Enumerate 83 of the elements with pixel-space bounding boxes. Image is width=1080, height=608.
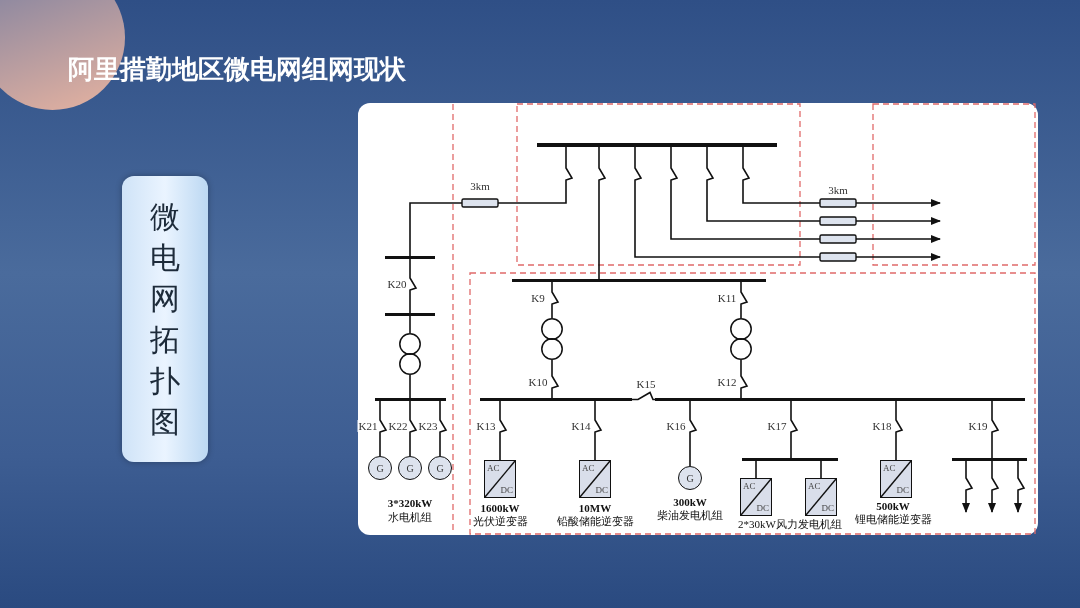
switch-label: K11: [716, 292, 738, 304]
switch-label: 3km: [469, 180, 491, 192]
connector-line: [755, 460, 757, 479]
switch-label: K13: [475, 420, 497, 432]
converter-label: DC: [821, 503, 834, 513]
connector-line: [790, 400, 799, 459]
connector-line: [991, 400, 1000, 459]
rating-caption: 光伏逆变器: [472, 515, 528, 528]
busbar: [480, 398, 632, 401]
switch-label: K21: [357, 420, 379, 432]
connector-line: [631, 391, 656, 401]
rating-caption: 柴油发电机组: [657, 509, 723, 522]
rating-caption: 500kW: [876, 500, 910, 513]
converter-box: [579, 460, 611, 498]
busbar: [375, 398, 446, 401]
connector-line: [439, 400, 448, 457]
transformer-symbol: [730, 318, 752, 360]
arrow: [634, 146, 941, 261]
busbar: [537, 143, 777, 147]
switch-label: K22: [387, 420, 409, 432]
busbar: [385, 256, 435, 259]
converter-label: AC: [582, 463, 595, 473]
connector-line: [740, 281, 749, 319]
rating-caption: 2*30kW风力发电机组: [738, 518, 842, 531]
busbar: [385, 313, 435, 316]
switch-label: K14: [570, 420, 592, 432]
converter-box: [805, 478, 837, 516]
rating-caption: 300kW: [673, 496, 707, 509]
arrow: [670, 146, 941, 243]
connector-line: [409, 400, 418, 457]
side-panel: [122, 176, 208, 462]
connector-line: [598, 146, 607, 280]
busbar: [655, 398, 1025, 401]
converter-label: AC: [487, 463, 500, 473]
slide-title: 阿里措勤地区微电网组网现状: [68, 53, 406, 86]
converter-label: AC: [743, 481, 756, 491]
rating-caption: 锂电储能逆变器: [854, 513, 932, 526]
transformer-symbol: [399, 333, 421, 375]
connector-line: [409, 315, 411, 334]
switch-label: K9: [530, 292, 546, 304]
panel-heading: 微电网拓扑图: [149, 198, 181, 441]
switch-label: K15: [635, 378, 657, 390]
busbar: [952, 458, 1027, 461]
connector-line: [551, 281, 560, 319]
busbar: [512, 279, 766, 282]
connector-line: [895, 400, 904, 461]
connector-line: [594, 400, 603, 461]
switch-label: K16: [665, 420, 687, 432]
rating-caption: 3*320kW: [387, 497, 433, 510]
connector-line: [740, 359, 749, 399]
rating-caption: 10MW: [578, 502, 612, 515]
switch-label: K12: [716, 376, 738, 388]
converter-box: [880, 460, 912, 498]
converter-label: DC: [896, 485, 909, 495]
converter-label: DC: [595, 485, 608, 495]
converter-box: [484, 460, 516, 498]
connector-line: [551, 359, 560, 399]
converter-label: DC: [500, 485, 513, 495]
switch-label: K17: [766, 420, 788, 432]
connector-line: [409, 374, 411, 399]
switch-label: K20: [386, 278, 408, 290]
rating-caption: 1600kW: [480, 502, 520, 515]
switch-label: 3km: [827, 184, 849, 196]
connector-line: [379, 400, 388, 457]
switch-label: K10: [527, 376, 549, 388]
connector-line: [689, 400, 698, 467]
converter-label: AC: [808, 481, 821, 491]
busbar: [742, 458, 838, 461]
connector-line: [499, 400, 508, 461]
converter-label: DC: [756, 503, 769, 513]
converter-box: [740, 478, 772, 516]
connector-line: [820, 460, 822, 479]
connector-line: [409, 258, 418, 314]
arrow: [1014, 460, 1026, 513]
arrow: [962, 460, 974, 513]
rating-caption: 铅酸储能逆变器: [556, 515, 634, 528]
switch-label: K18: [871, 420, 893, 432]
converter-label: AC: [883, 463, 896, 473]
switch-label: K23: [417, 420, 439, 432]
rating-caption: 水电机组: [388, 511, 432, 524]
transformer-symbol: [541, 318, 563, 360]
switch-label: K19: [967, 420, 989, 432]
arrow: [988, 460, 1000, 513]
